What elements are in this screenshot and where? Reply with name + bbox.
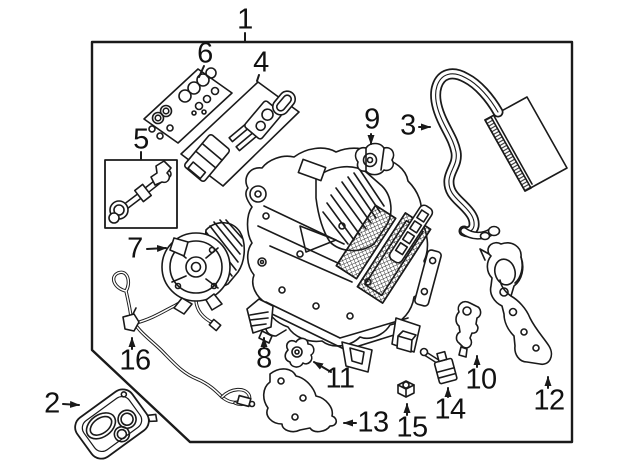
callout-label-2: 2	[44, 387, 60, 420]
arrow-2	[62, 400, 80, 408]
part-12-side-bracket	[479, 241, 553, 366]
part-16-connector	[122, 307, 140, 332]
part-6-seal-kit	[143, 67, 233, 144]
part-10-bracket	[455, 300, 482, 358]
callout-label-16: 16	[119, 344, 151, 377]
callout-label-7: 7	[127, 232, 143, 265]
callout-label-3: 3	[400, 109, 416, 142]
part-15-grommet-nut	[397, 380, 415, 398]
arrow-11	[313, 361, 332, 373]
arrow-7	[146, 244, 167, 252]
part-11-bracket	[284, 337, 315, 368]
part-9-actuator	[354, 142, 395, 176]
callout-label-9: 9	[364, 103, 380, 136]
callout-label-15: 15	[396, 411, 428, 444]
part-4-valve-kit	[180, 81, 300, 187]
callout-label-5: 5	[133, 123, 149, 156]
part-hvac-housing	[245, 147, 442, 373]
callout-arrows	[62, 32, 552, 427]
part-7-blower-motor	[161, 219, 246, 315]
leader-4	[256, 74, 260, 82]
leader-6	[198, 65, 205, 78]
callout-label-10: 10	[465, 363, 497, 396]
part-5-pipe-kit	[104, 159, 178, 229]
part-2-gasket	[74, 388, 158, 460]
callout-label-1: 1	[237, 3, 253, 36]
wiring-harness	[111, 270, 256, 408]
callout-label-14: 14	[434, 393, 466, 426]
callout-label-8: 8	[256, 342, 272, 375]
part-14-valve	[419, 347, 458, 385]
callout-label-4: 4	[253, 46, 269, 79]
callout-label-12: 12	[533, 384, 565, 417]
part-3-heater-core	[436, 74, 568, 241]
callout-label-11: 11	[325, 362, 355, 395]
part-13-insulator-pad	[262, 368, 338, 433]
callout-label-6: 6	[197, 37, 213, 70]
callout-label-13: 13	[357, 406, 389, 439]
